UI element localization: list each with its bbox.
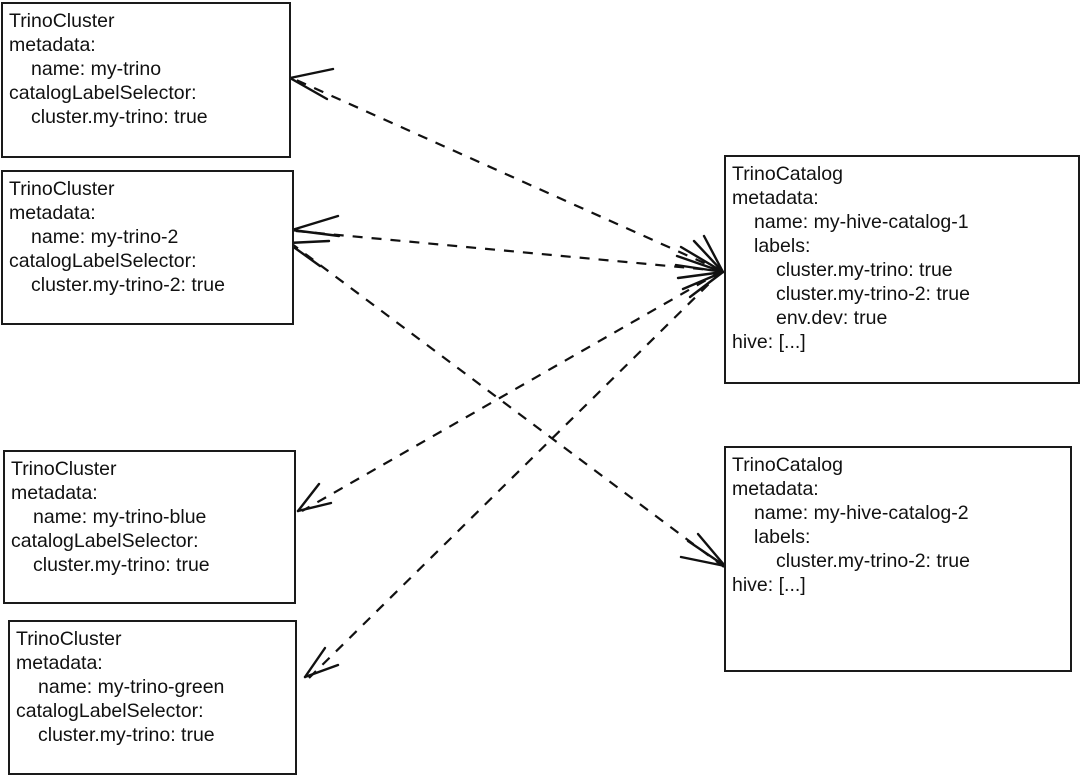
node-selector-entry: cluster.my-trino: true [31,106,208,128]
node-kind: TrinoCatalog [732,163,843,185]
node-metadata-label: metadata: [16,652,103,674]
node-kind: TrinoCluster [16,628,122,650]
node-label-entry: cluster.my-trino: true [776,259,953,281]
node-trinocatalog-my-hive-catalog-2[interactable]: TrinoCatalog metadata: name: my-hive-cat… [724,446,1072,672]
arrowhead-cluster4 [303,646,340,679]
node-label-entry: cluster.my-trino-2: true [776,550,970,572]
node-trinocatalog-my-hive-catalog-1[interactable]: TrinoCatalog metadata: name: my-hive-cat… [724,155,1080,384]
node-selector-entry: cluster.my-trino: true [33,554,210,576]
arrowhead-cluster3 [296,482,333,513]
node-trinocluster-my-trino-2[interactable]: TrinoCluster metadata: name: my-trino-2 … [1,170,294,325]
node-name: name: my-trino-2 [31,226,179,248]
edge-catalog1-to-cluster3 [301,270,723,512]
node-metadata-label: metadata: [732,478,819,500]
node-selector-entry: cluster.my-trino: true [38,724,215,746]
arrowhead-cluster2-a [290,214,341,238]
node-hive-line: hive: [...] [732,574,806,596]
node-metadata-label: metadata: [732,187,819,209]
node-selector-label: catalogLabelSelector: [16,700,204,722]
edge-catalog1-to-cluster2 [295,229,723,273]
node-selector-label: catalogLabelSelector: [9,82,197,104]
node-label-entry: env.dev: true [776,307,888,329]
arrowhead-catalog2 [679,532,727,568]
node-kind: TrinoCatalog [732,454,843,476]
node-selector-label: catalogLabelSelector: [11,530,199,552]
arrowhead-cluster1 [288,67,335,101]
arrowhead-catalog1-fan [674,234,725,299]
edge-catalog1-to-cluster4 [308,270,723,679]
edge-catalog1-to-cluster1 [293,77,723,273]
node-label-entry: cluster.my-trino-2: true [776,283,970,305]
node-name: name: my-hive-catalog-2 [754,502,969,524]
node-labels-label: labels: [754,526,811,548]
node-name: name: my-trino-blue [33,506,207,528]
node-selector-label: catalogLabelSelector: [9,250,197,272]
node-metadata-label: metadata: [11,482,98,504]
node-kind: TrinoCluster [11,458,117,480]
node-name: name: my-hive-catalog-1 [754,211,969,233]
node-name: name: my-trino-green [38,676,225,698]
node-trinocluster-my-trino[interactable]: TrinoCluster metadata: name: my-trino ca… [1,2,291,158]
node-labels-label: labels: [754,235,811,257]
node-trinocluster-my-trino-green[interactable]: TrinoCluster metadata: name: my-trino-gr… [8,620,297,775]
arrowhead-cluster2-b [286,239,331,268]
node-hive-line: hive: [...] [732,331,806,353]
node-metadata-label: metadata: [9,202,96,224]
node-kind: TrinoCluster [9,178,115,200]
node-selector-entry: cluster.my-trino-2: true [31,274,225,296]
node-name: name: my-trino [31,58,162,80]
node-metadata-label: metadata: [9,34,96,56]
node-kind: TrinoCluster [9,10,115,32]
node-trinocluster-my-trino-blue[interactable]: TrinoCluster metadata: name: my-trino-bl… [3,450,296,604]
edge-catalog2-to-cluster2 [291,243,725,568]
